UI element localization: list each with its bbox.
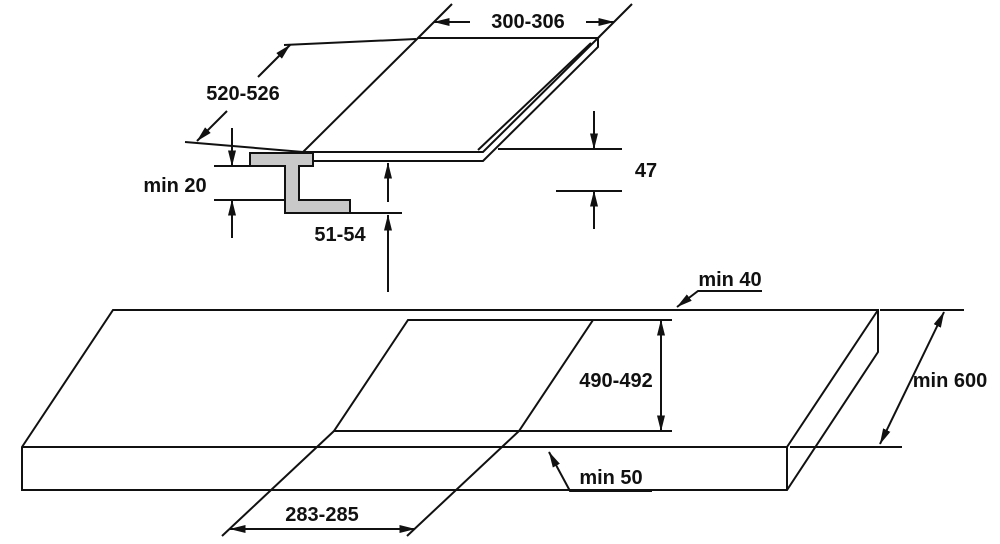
mounting-profile-cross-section [249,152,351,214]
extension-line [184,141,304,153]
front-clearance-label: min 50 [579,467,642,489]
worktop-depth-label: min 600 [913,370,987,392]
clearance-below-label: min 20 [143,175,206,197]
extension-line [221,430,335,537]
leader-arrow [548,451,652,492]
dim-worktop-depth: min 600 [790,309,987,448]
dim-cutout-width: 283-285 [221,430,520,537]
hob-glass-bevel-line [477,42,592,151]
extension-line [406,430,520,537]
dim-clearance-below: min 20 [143,128,285,238]
leader-arrow [676,290,762,308]
hob-height-label: 47 [635,160,657,182]
worktop-edges [22,309,879,490]
cutout-depth-label: 490-492 [579,370,652,392]
dimension-arrow [257,44,291,78]
hob-top-surface [300,37,601,153]
dim-hob-depth: 520-526 [184,38,417,153]
hob-width-label: 300-306 [491,11,564,33]
dimension-arrow [196,110,228,142]
cutout-width-label: 283-285 [285,504,358,526]
build-in-depth-label: 51-54 [314,224,366,246]
dim-hob-height: 47 [498,111,657,229]
extension-line [597,3,633,39]
worktop-isometric-view [21,309,879,491]
rear-clearance-label: min 40 [698,269,761,291]
dim-hob-width: 300-306 [417,3,633,39]
dim-front-clearance: min 50 [548,451,652,492]
dim-cutout-depth: 490-492 [519,319,672,432]
extension-line [283,38,417,46]
dim-rear-clearance: min 40 [676,269,762,308]
hob-isometric-view [249,37,601,214]
dimension-arrow [879,311,945,445]
dim-build-in-depth: 51-54 [314,162,402,292]
hob-depth-label: 520-526 [206,83,279,105]
